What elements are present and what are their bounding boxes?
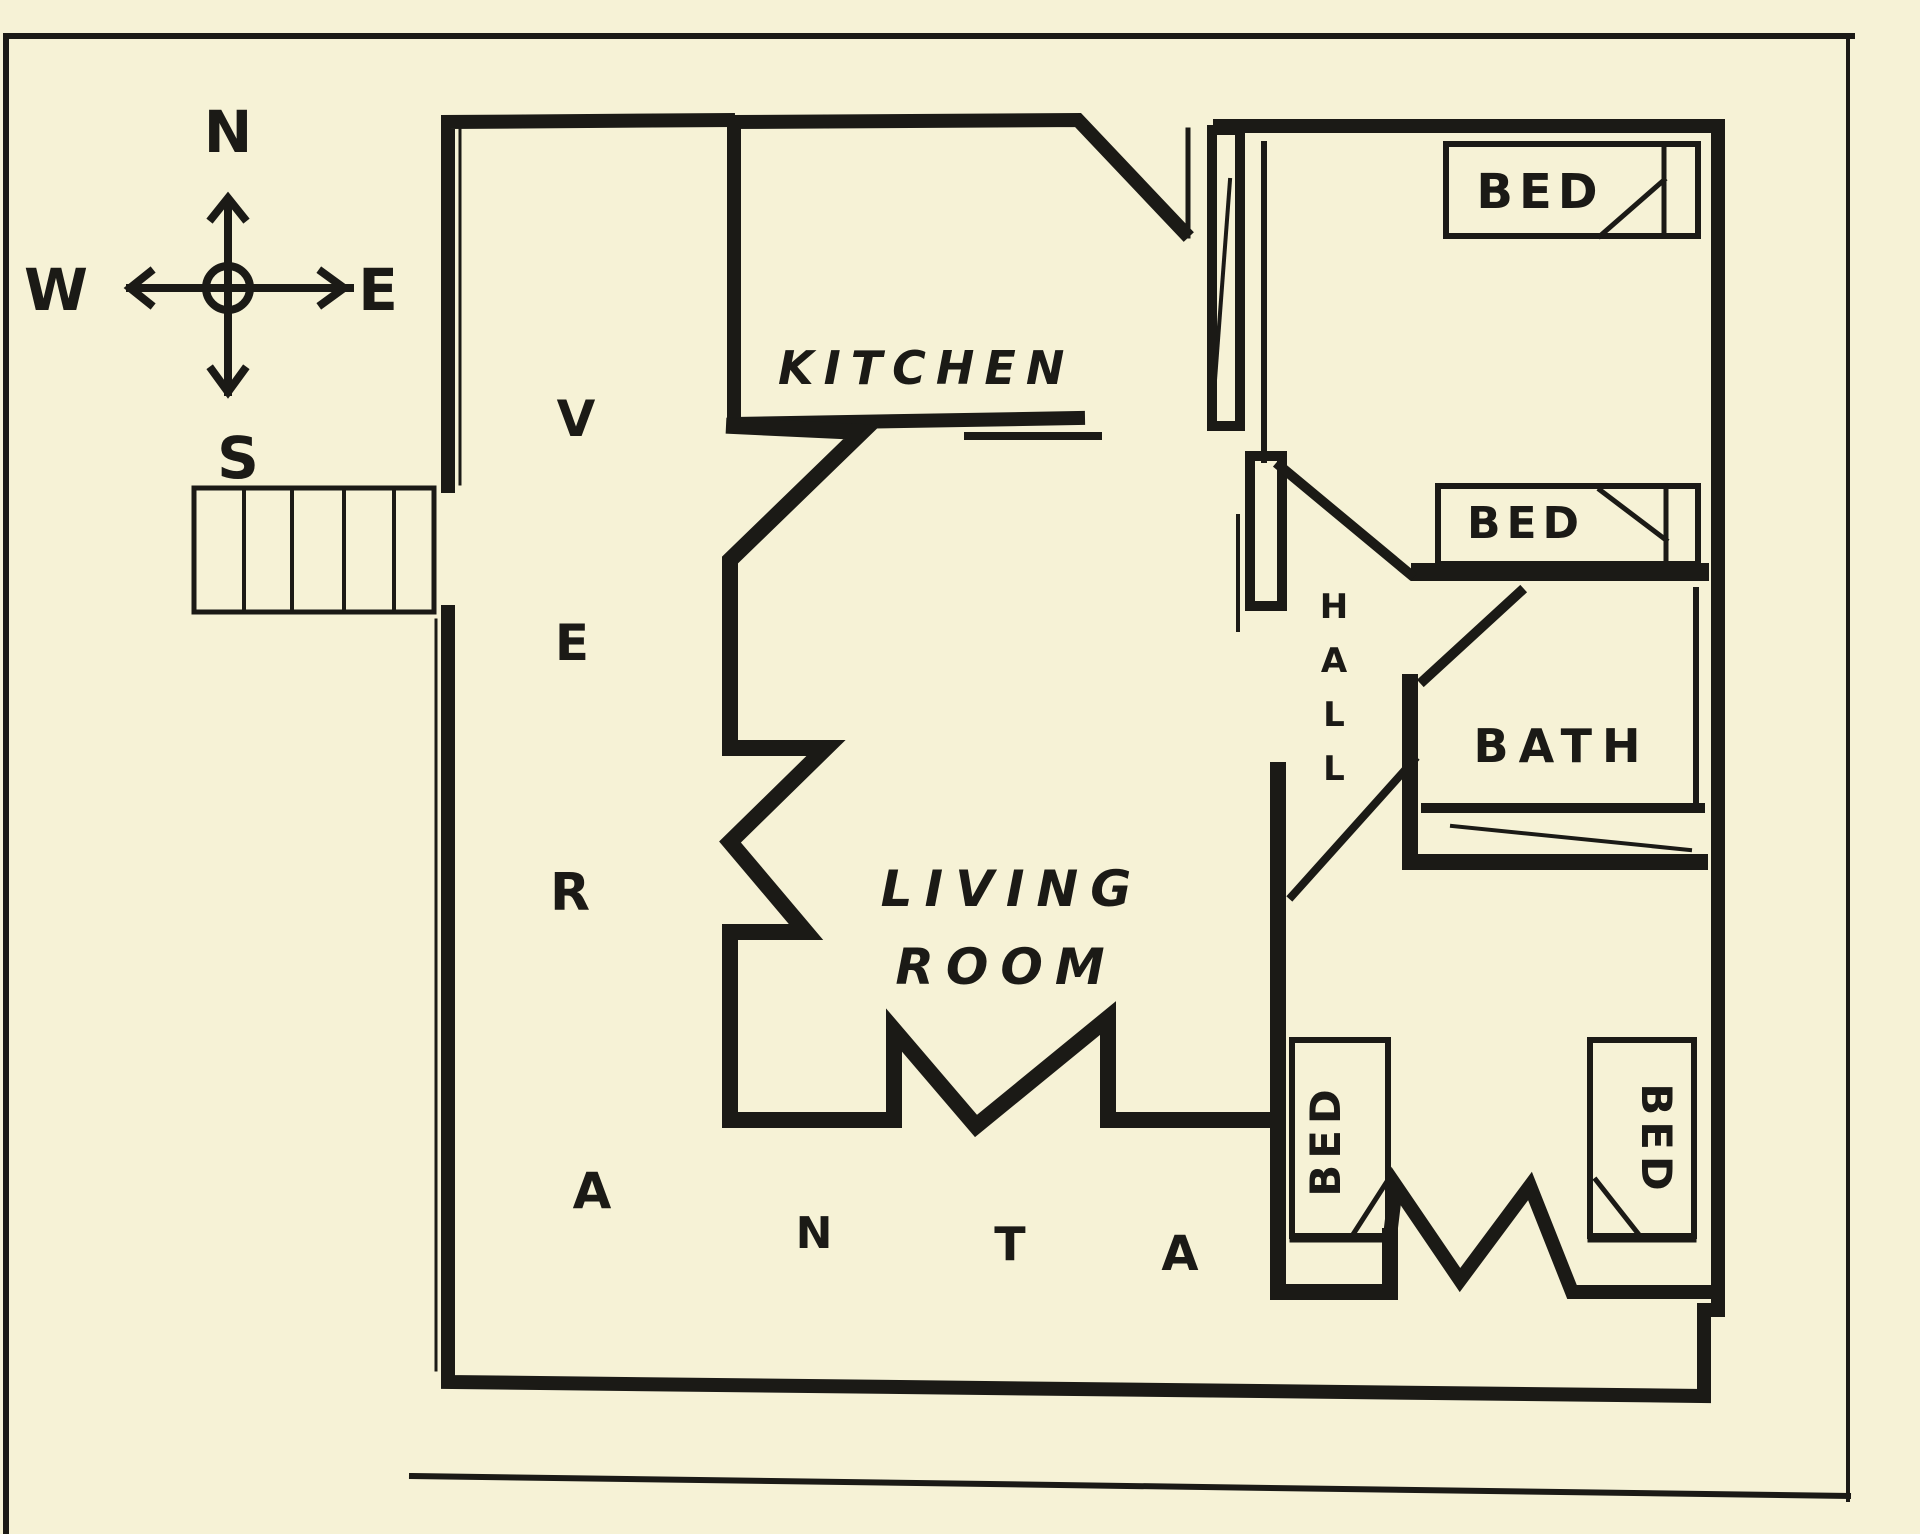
wing-wall [1207, 119, 1725, 1317]
bed-se-label: BED [1632, 1083, 1681, 1197]
compass-south-label: S [217, 424, 259, 492]
living-room-label-line2: ROOM [895, 938, 1116, 996]
hall-letter: L [1323, 695, 1345, 735]
compass-west-label: W [24, 256, 88, 324]
hall-walls [1270, 458, 1528, 1300]
veranda-letter: V [557, 390, 596, 448]
compass-east-label: E [358, 256, 398, 324]
compass-north-label: N [204, 98, 253, 166]
bed-se [1587, 1037, 1697, 1243]
veranda-letter: E [555, 614, 589, 672]
hall-letter: H [1320, 587, 1348, 627]
bed-e [1411, 483, 1709, 581]
entry-steps [191, 485, 437, 615]
veranda-letter: R [550, 863, 590, 923]
bed-ne [1443, 141, 1701, 240]
compass-icon [123, 191, 354, 399]
bed-ne-label: BED [1476, 164, 1603, 220]
bed-sw-label: BED [1301, 1083, 1350, 1197]
living-room-label-line1: LIVING [881, 860, 1144, 918]
veranda-letter: A [573, 1162, 612, 1220]
veranda-letter: T [994, 1217, 1026, 1271]
hall-letter: L [1323, 749, 1345, 789]
bath-walls [1402, 587, 1708, 870]
living-room-walls [719, 417, 1270, 1138]
bath-label: BATH [1474, 719, 1651, 773]
hall-letter: A [1321, 641, 1348, 681]
outer-wall [434, 112, 1711, 1404]
veranda-letter: N [796, 1208, 833, 1259]
paper-frame [3, 33, 1855, 1534]
bed-sw [1289, 1037, 1392, 1243]
bed-e-label: BED [1467, 498, 1585, 549]
kitchen-label: KITCHEN [778, 341, 1074, 395]
south-bay-wall [1382, 1166, 1711, 1299]
veranda-letter: A [1161, 1226, 1198, 1282]
